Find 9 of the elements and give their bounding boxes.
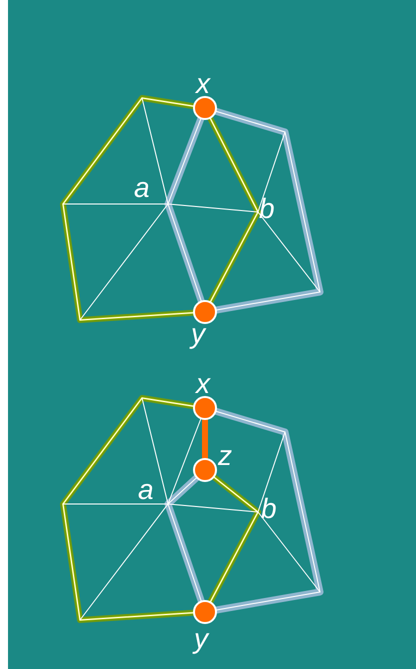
vertex-label: x xyxy=(196,370,210,398)
vertex-label: a xyxy=(134,174,150,202)
vertex-label: b xyxy=(259,195,275,223)
vertex-label: a xyxy=(138,476,154,504)
vertex-label: y xyxy=(194,625,208,653)
vertex-label: y xyxy=(191,320,205,348)
vertex-label: b xyxy=(261,495,277,523)
vertex-label: x xyxy=(196,70,210,98)
vertex-label: z xyxy=(218,442,232,470)
